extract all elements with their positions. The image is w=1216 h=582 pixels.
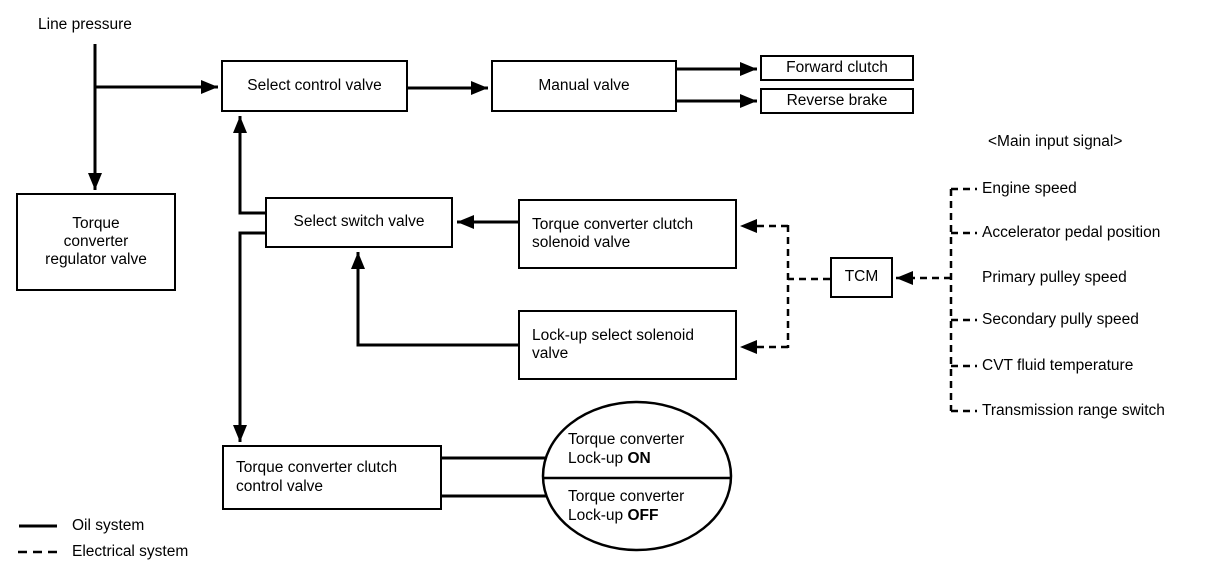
lockup-off-line1: Torque converter [568, 488, 685, 505]
lockup-off-line2: Lock-up OFF [568, 507, 659, 524]
input-primary-pulley-speed: Primary pulley speed [982, 269, 1127, 286]
legend-oil-system-label: Oil system [72, 517, 145, 534]
lockup-on-text: Torque converter Lock-up ON [568, 430, 684, 468]
forward-clutch-box: Forward clutch [760, 55, 914, 81]
tcc-solenoid-valve-box: Torque converter clutch solenoid valve [518, 199, 737, 269]
lockup-on-line1: Torque converter [568, 431, 685, 448]
lockup-off-text: Torque converter Lock-up OFF [568, 487, 684, 525]
input-accelerator-pedal-position: Accelerator pedal position [982, 224, 1161, 241]
select-control-valve-box: Select control valve [221, 60, 408, 112]
line-pressure-label: Line pressure [38, 16, 132, 33]
reverse-brake-box: Reverse brake [760, 88, 914, 114]
legend-electrical-system-label: Electrical system [72, 543, 189, 560]
oil-system-lines [19, 44, 757, 528]
main-input-signal-heading: <Main input signal> [988, 133, 1123, 150]
tcc-control-valve-box: Torque converter clutch control valve [222, 445, 442, 510]
electrical-system-lines [18, 187, 977, 554]
lockup-state-ellipse [541, 400, 733, 552]
manual-valve-box: Manual valve [491, 60, 677, 112]
input-cvt-fluid-temperature: CVT fluid temperature [982, 357, 1134, 374]
select-switch-valve-box: Select switch valve [265, 197, 453, 248]
lockup-on-line2: Lock-up ON [568, 450, 651, 467]
lockup-solenoid-to-select-switch-arrow [351, 252, 518, 347]
input-secondary-pulley-speed: Secondary pully speed [982, 311, 1139, 328]
torque-converter-regulator-valve-box: Torque converter regulator valve [16, 193, 176, 291]
tcm-box: TCM [830, 257, 893, 298]
lockup-select-solenoid-valve-box: Lock-up select solenoid valve [518, 310, 737, 380]
select-switch-to-select-control-arrow [233, 116, 265, 215]
lockup-ellipse-outline [541, 400, 733, 552]
input-transmission-range-switch: Transmission range switch [982, 402, 1165, 419]
select-switch-to-tcc-control-arrow [233, 231, 265, 442]
input-engine-speed: Engine speed [982, 180, 1077, 197]
